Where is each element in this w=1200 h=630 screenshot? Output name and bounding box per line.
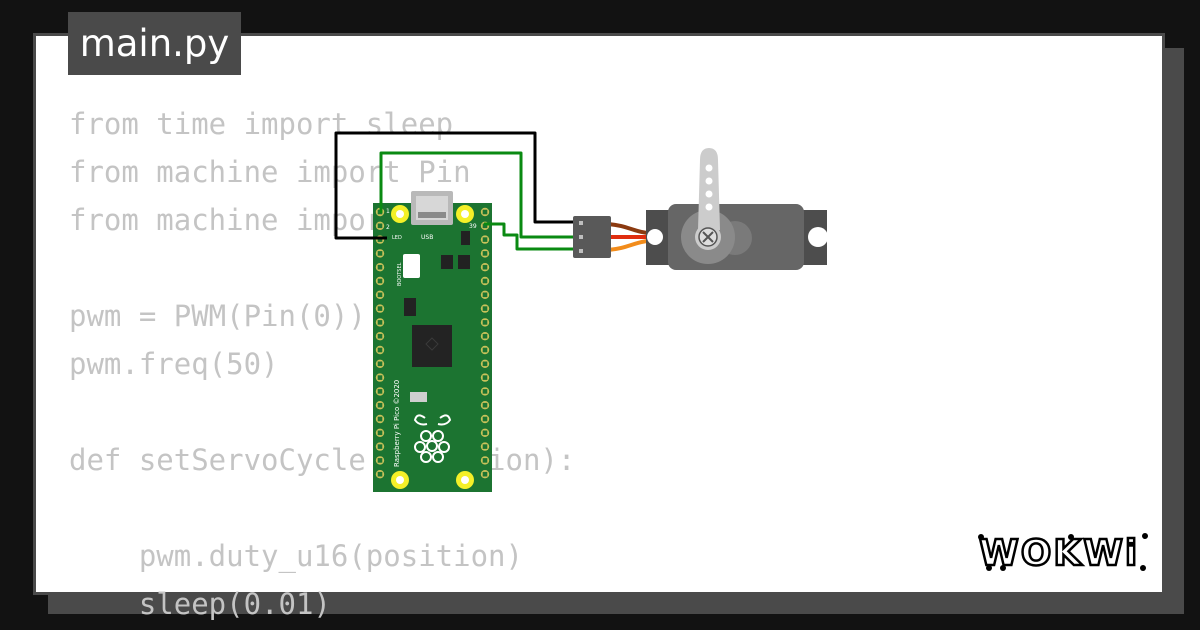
led-component [410, 392, 427, 402]
pin-hole [482, 416, 488, 422]
pin-hole [482, 320, 488, 325]
pin-hole [377, 251, 383, 256]
pin-hole [377, 264, 383, 270]
pin-hole [482, 237, 488, 242]
component-chip [404, 298, 416, 316]
pin-hole [377, 292, 383, 298]
pin-hole [482, 223, 488, 229]
pin-39-label: 39 [469, 223, 477, 230]
servo-horn[interactable] [698, 148, 720, 230]
file-tab[interactable]: main.py [68, 12, 241, 75]
bootsel-label: BOOTSEL [397, 262, 403, 286]
pin-hole [377, 237, 383, 242]
wire-black[interactable] [334, 131, 576, 240]
pin-hole [377, 458, 383, 463]
component-chip [461, 231, 470, 245]
pin-2-label: 2 [386, 224, 390, 231]
pin-hole [377, 306, 383, 311]
pin-hole [482, 402, 488, 408]
pin-header-left [375, 207, 385, 479]
pin-1-label: 1 [386, 208, 390, 215]
pin-hole [482, 306, 488, 311]
usb-label: USB [421, 234, 433, 241]
pin-hole [377, 444, 383, 449]
pin-hole [377, 278, 383, 284]
pin-hole [377, 430, 383, 436]
pin-hole [482, 389, 488, 394]
pin-hole [377, 347, 383, 353]
rp2040-chip [412, 325, 452, 367]
pin-hole [482, 333, 488, 339]
pin-header-right [480, 207, 490, 479]
mounting-holes [391, 205, 474, 489]
code-line-5: pwm = PWM(Pin(0)) [69, 299, 366, 333]
pin-hole [482, 375, 488, 380]
pin-hole [377, 471, 383, 477]
code-line-2: from machine import Pin [69, 155, 471, 189]
raspberry-pi-logo-icon [413, 414, 452, 463]
code-line-1: from time import sleep [69, 107, 454, 141]
wokwi-logo-icon: WOKWi [978, 532, 1148, 575]
servo-connector [573, 216, 611, 258]
board-name-label: Raspberry Pi Pico ©2020 [393, 380, 401, 467]
pin-hole [482, 209, 488, 215]
wire-green-2[interactable] [484, 222, 576, 251]
led-label: LED [392, 235, 402, 241]
servo-screw-icon [702, 231, 714, 243]
servo-motor[interactable] [573, 148, 828, 270]
pin-hole [482, 347, 488, 353]
pin-hole [482, 278, 488, 284]
pin-hole [377, 223, 383, 229]
pin-hole [482, 471, 488, 477]
code-line-11: sleep(0.01) [69, 587, 331, 621]
wire-green-1[interactable] [379, 151, 576, 239]
preview-card: from time import sleep from machine impor… [33, 33, 1165, 621]
wokwi-logo[interactable]: WOKWi [975, 527, 1155, 577]
pin-hole [377, 375, 383, 380]
pin-hole [377, 389, 383, 394]
pin-hole [482, 251, 488, 256]
wires [334, 131, 576, 251]
bootsel-button[interactable] [403, 254, 420, 278]
pin-hole [377, 416, 383, 422]
code-line-6: pwm.freq(50) [69, 347, 279, 381]
pin-hole [377, 402, 383, 408]
pin-hole [482, 430, 488, 436]
pin-hole [482, 264, 488, 270]
code-line-10: pwm.duty_u16(position) [69, 539, 523, 573]
pin-hole [377, 320, 383, 325]
component-chip [458, 255, 470, 269]
pin-hole [377, 333, 383, 339]
pin-hole [482, 458, 488, 463]
pico-board[interactable]: USB LED 1 2 39 BOOTSEL Raspberry Pi Pico… [373, 191, 492, 492]
pin-hole [482, 444, 488, 449]
pin-hole [377, 361, 383, 367]
pin-hole [482, 292, 488, 298]
pin-hole [482, 361, 488, 367]
component-chip [441, 255, 453, 269]
